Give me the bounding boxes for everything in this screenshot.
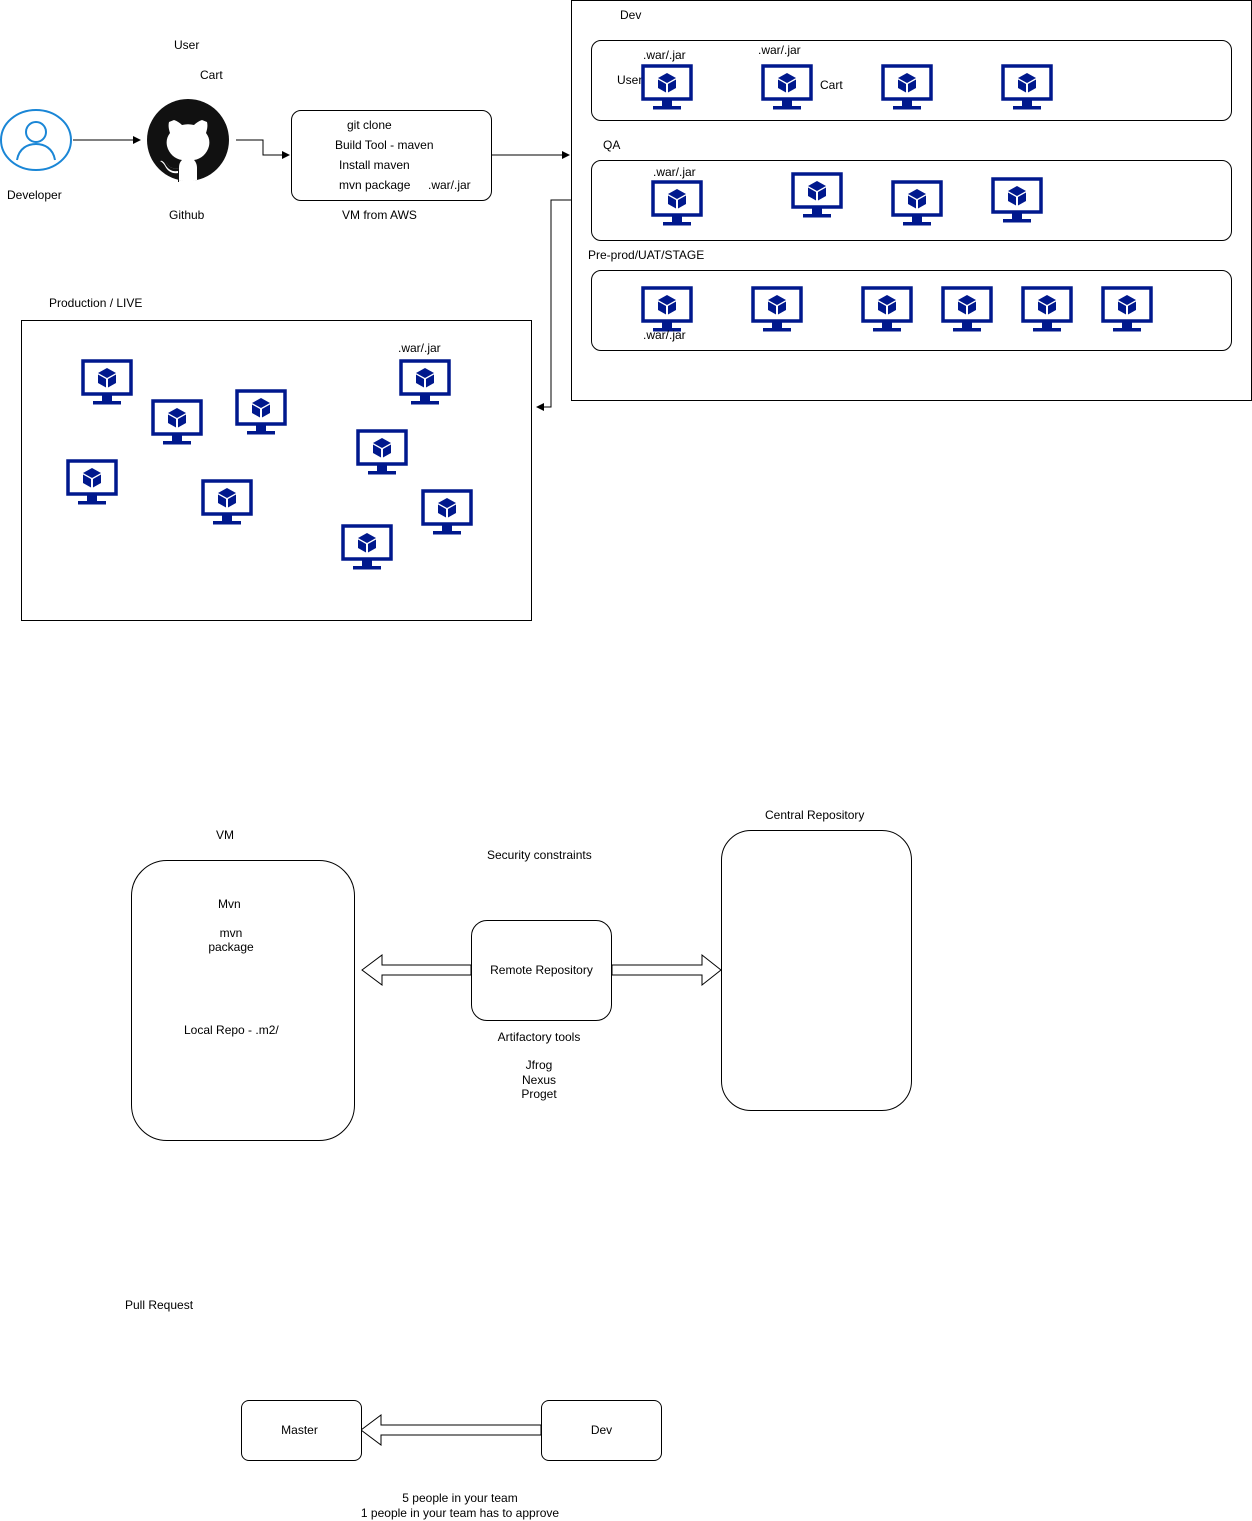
qa-war-label: .war/.jar [653, 165, 696, 179]
git-clone-text: git clone [347, 118, 392, 132]
vm-monitor-cube-icon [151, 399, 203, 447]
vm-monitor-cube-icon [341, 524, 393, 572]
vm-monitor-cube-icon [891, 180, 943, 228]
user-label: User [174, 38, 200, 52]
preprod-env-title: Pre-prod/UAT/STAGE [588, 248, 705, 262]
master-branch-box [241, 1400, 362, 1461]
tool-proget: Proget [521, 1087, 557, 1101]
vm-monitor-cube-icon [1101, 286, 1153, 334]
dev-war-label-2: .war/.jar [758, 43, 801, 57]
vm-monitor-cube-icon [66, 459, 118, 507]
local-repo-label: Local Repo - .m2/ [184, 1023, 279, 1037]
remote-to-vm-hollow-arrow [361, 954, 472, 986]
vm-monitor-cube-icon [791, 172, 843, 220]
vm-monitor-cube-icon [421, 489, 473, 537]
master-branch-label: Master [281, 1423, 318, 1437]
vm-monitor-cube-icon [761, 64, 813, 112]
artifactory-tools-label: Artifactory tools [497, 1030, 581, 1044]
cart-label: Cart [200, 68, 223, 82]
remote-repository-box [471, 920, 612, 1021]
developer-label: Developer [7, 188, 62, 202]
mvn-label: Mvn [218, 897, 241, 911]
production-title: Production / LIVE [49, 296, 143, 310]
user-icon [0, 108, 74, 172]
mvn-package-text: mvn package [339, 178, 411, 192]
approval-note: 1 people in your team has to approve [360, 1506, 560, 1520]
vm-title: VM [216, 828, 234, 842]
mvn-package-label: mvn package [208, 926, 254, 954]
vm-monitor-cube-icon [1001, 64, 1053, 112]
vm-monitor-cube-icon [991, 177, 1043, 225]
envs-to-production-arrow [536, 199, 571, 411]
pull-request-title: Pull Request [125, 1298, 194, 1312]
production-war-label: .war/.jar [398, 341, 441, 355]
dev-branch-box [541, 1400, 662, 1461]
github-to-build-arrow [236, 139, 290, 159]
dev-branch-label: Dev [590, 1423, 613, 1437]
dev-war-label-1: .war/.jar [643, 48, 686, 62]
vm-monitor-cube-icon [1021, 286, 1073, 334]
team-size-note: 5 people in your team [402, 1491, 518, 1505]
vm-monitor-cube-icon [881, 64, 933, 112]
vm-monitor-cube-icon [861, 286, 913, 334]
central-repository-label: Central Repository [765, 808, 865, 822]
remote-to-central-hollow-arrow [611, 953, 722, 987]
vm-monitor-cube-icon [651, 180, 703, 228]
github-icon [146, 98, 230, 182]
tool-jfrog: Jfrog [525, 1058, 553, 1072]
dev-user-label: User [617, 73, 643, 87]
vm-monitor-cube-icon [235, 389, 287, 437]
vm-monitor-cube-icon [201, 479, 253, 527]
central-repository-box [721, 830, 912, 1111]
vm-monitor-cube-icon [641, 286, 693, 334]
tool-nexus: Nexus [521, 1073, 556, 1087]
vm-monitor-cube-icon [356, 429, 408, 477]
build-artifact-text: .war/.jar [428, 178, 471, 192]
dev-to-master-hollow-arrow [360, 1414, 542, 1446]
dev-cart-label: Cart [820, 78, 843, 92]
vm-monitor-cube-icon [641, 64, 693, 112]
preprod-war-label: .war/.jar [643, 328, 686, 342]
install-maven-text: Install maven [339, 158, 410, 172]
qa-env-title: QA [603, 138, 621, 152]
build-vm-box [291, 110, 492, 201]
vm-monitor-cube-icon [399, 359, 451, 407]
remote-repository-label: Remote Repository [490, 963, 593, 977]
build-tool-text: Build Tool - maven [335, 138, 434, 152]
dev-env-title: Dev [620, 8, 642, 22]
vm-from-aws-caption: VM from AWS [342, 208, 417, 222]
vm-monitor-cube-icon [81, 359, 133, 407]
vm-monitor-cube-icon [941, 286, 993, 334]
security-constraints-label: Security constraints [487, 848, 592, 862]
github-label: Github [169, 208, 205, 222]
vm-box [131, 860, 355, 1141]
vm-monitor-cube-icon [751, 286, 803, 334]
